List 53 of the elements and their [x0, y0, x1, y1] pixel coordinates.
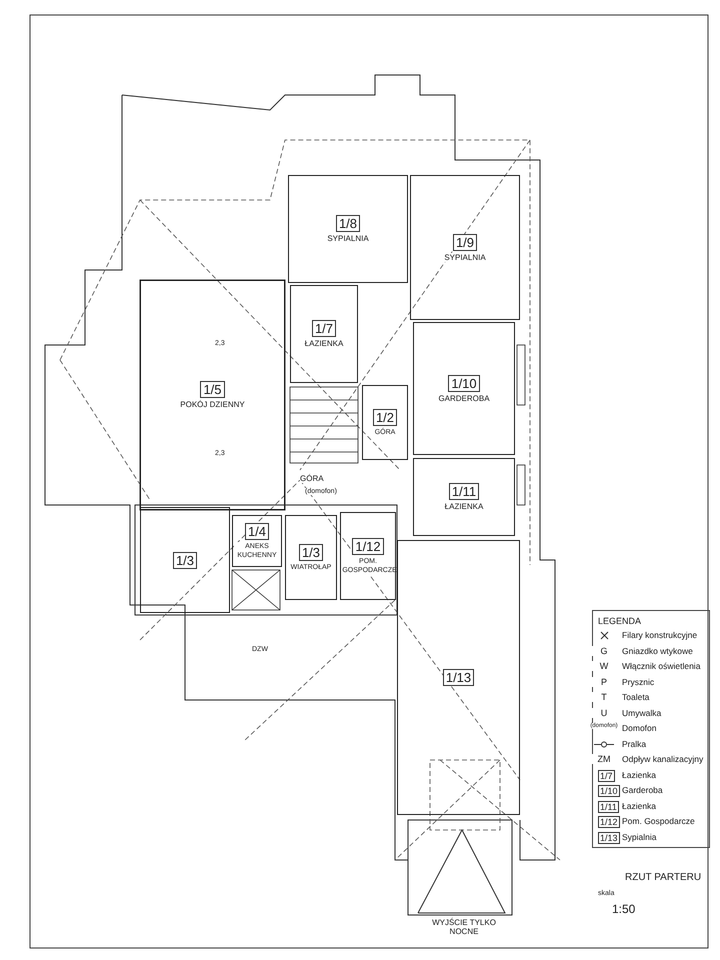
legend-heading: LEGENDA — [598, 616, 642, 626]
room-outline — [413, 322, 515, 455]
room-outline — [290, 285, 358, 383]
room-number: 1/11 — [448, 483, 480, 500]
room-number: 1/8 — [336, 215, 360, 232]
room-number: 1/7 — [598, 770, 615, 782]
room-outline — [413, 458, 515, 536]
room-number: 1/2 — [372, 408, 398, 426]
room-number: 1/7 — [312, 320, 336, 337]
room-number: 1/4 — [244, 522, 270, 540]
legend-text: Prysznic — [622, 676, 654, 686]
room-name: POKÓJ DZIENNY — [180, 400, 245, 409]
room-name: SYPIALNIA — [327, 234, 369, 243]
room-number: 1/13 — [442, 669, 474, 686]
room-number: 1/3 — [172, 552, 198, 568]
legend-text: Łazienka — [622, 800, 656, 810]
drawing-title: RZUT PARTERU — [625, 872, 702, 883]
room-number: 1/13 — [598, 832, 620, 844]
room-name: ŁAZIENKA — [444, 502, 484, 511]
room-outline — [140, 507, 230, 613]
room-name: SYPIALNIA — [444, 252, 486, 262]
room-number: 1/12 — [598, 816, 620, 828]
room-number: 1/3 — [298, 544, 324, 560]
room-outline — [410, 175, 520, 320]
legend-text: Włącznik oświetlenia — [622, 661, 700, 671]
room-number: 1/10 — [448, 374, 480, 392]
room-number: 1/12 — [352, 538, 384, 554]
room-outline — [397, 540, 520, 815]
room-outline — [362, 385, 408, 460]
room-number: 1/9 — [452, 234, 478, 250]
legend-text: Pom. Gospodarcze — [622, 816, 695, 826]
legend-text: Garderoba — [622, 785, 663, 795]
legend-text: Gniazdko wtykowe — [622, 646, 693, 656]
legend-text: Sypialnia — [622, 832, 656, 842]
room-name: ŁAZIENKA — [304, 339, 344, 348]
scale-value: 1:50 — [612, 902, 636, 916]
room-number: 1/5 — [200, 381, 225, 398]
legend-text: Domofon — [622, 723, 656, 733]
room-number: 1/11 — [598, 800, 619, 812]
room-outline — [288, 175, 408, 283]
legend-text: Pralka — [622, 738, 646, 748]
room-outline — [285, 515, 337, 600]
stair-direction-text: GÓRA — [300, 474, 324, 483]
room-number: 1/10 — [598, 785, 620, 797]
room-outline — [140, 280, 285, 510]
room-outline — [340, 512, 396, 600]
legend-text: Odpływ kanalizacyjny — [622, 754, 704, 764]
legend-text: Umywalka — [622, 708, 662, 718]
room-name: GARDEROBA — [438, 394, 490, 402]
legend-text: Łazienka — [622, 770, 656, 780]
legend-text: Filary konstrukcyjne — [622, 630, 698, 640]
legend-text: Toaleta — [622, 692, 650, 702]
room-outline — [232, 515, 282, 567]
